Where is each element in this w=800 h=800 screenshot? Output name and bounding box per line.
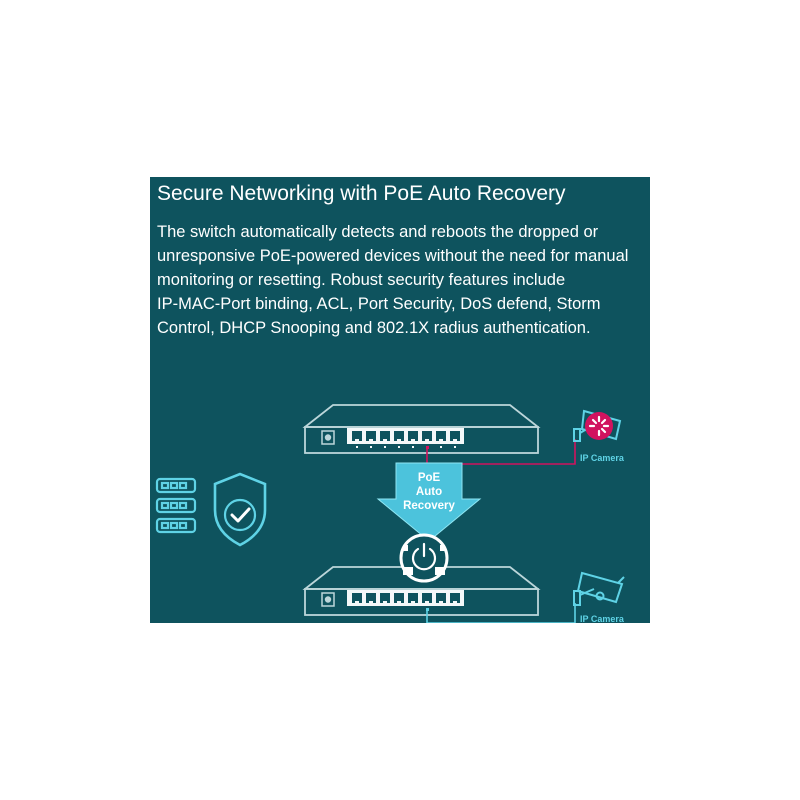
top-camera-label: IP Camera: [580, 453, 625, 463]
description-line: Control, DHCP Snooping and 802.1X radius…: [157, 319, 591, 337]
feature-panel: Secure Networking with PoE Auto Recovery…: [150, 177, 650, 623]
ip-camera-icon: [573, 571, 625, 606]
description-line: unresponsive PoE-powered devices without…: [157, 247, 629, 265]
panel-description: The switch automatically detects and reb…: [157, 220, 647, 340]
top-switch: [302, 404, 541, 454]
description-line: monitoring or resetting. Robust security…: [157, 271, 566, 289]
check-circle: [223, 498, 257, 532]
power-restart-icon: [411, 547, 437, 571]
camera-error-badge: [585, 412, 613, 440]
bottom-switch: [302, 566, 541, 616]
bottom-camera-label: IP Camera: [580, 614, 625, 623]
magnified-ports: [403, 545, 445, 575]
description-line: IP-MAC-Port binding, ACL, Port Security,…: [157, 295, 601, 313]
server-shield-icon: [155, 472, 267, 547]
poe-recovery-diagram: IP Camera PoE Auto Recovery: [155, 404, 625, 623]
loading-spinner-icon: [588, 415, 610, 437]
failed-link-line: [426, 439, 576, 465]
arrow-label-line: PoE: [418, 472, 441, 484]
poe-auto-recovery-arrow: [376, 462, 482, 542]
arrow-label-line: Auto: [416, 486, 442, 498]
description-line: The switch automatically detects and reb…: [157, 223, 599, 241]
panel-title: Secure Networking with PoE Auto Recovery: [157, 182, 566, 205]
arrow-label-line: Recovery: [403, 500, 455, 512]
checkmark-icon: [230, 507, 251, 523]
restored-link-line: [426, 603, 576, 623]
